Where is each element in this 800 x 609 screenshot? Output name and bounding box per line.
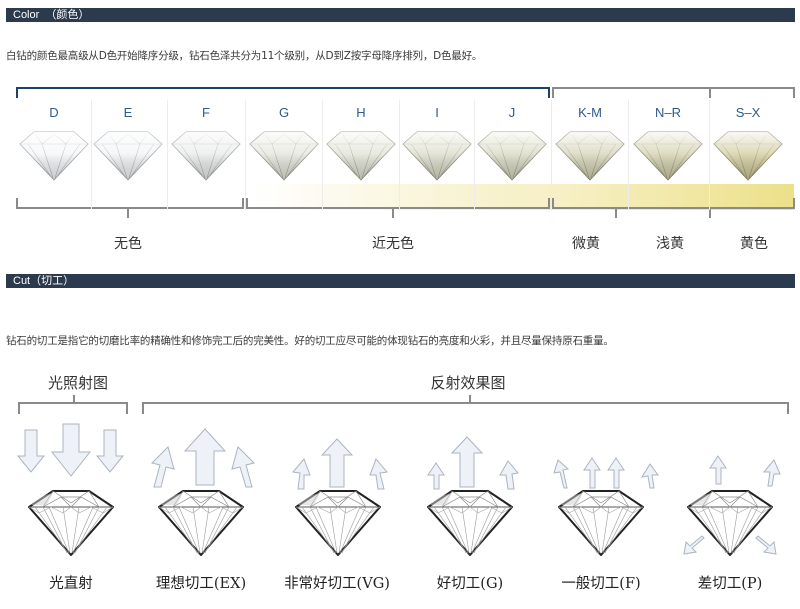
column-divider [399,100,400,210]
color-section-title: Color （颜色） [13,9,90,21]
category-near-colorless: 近无色 [372,236,414,252]
reflection-arrows-ex-icon [151,428,255,488]
reflection-arrows-p-icon [683,455,781,555]
diamond-very-good-cut-icon [295,490,381,556]
cut-label-good: 好切工(G) [436,576,504,592]
diamond-f-icon [171,131,241,181]
color-section-header: Color （颜色） [6,8,795,22]
cut-label-fair: 一般切工(F) [561,576,641,592]
diamond-direct-light-icon [28,490,114,556]
category-faint-yellow: 微黄 [572,236,600,252]
diamond-n-r-icon [633,131,703,181]
reflection-arrows-g-icon [427,436,519,490]
category-colorless: 无色 [114,236,142,252]
diamond-j-icon [477,131,547,181]
grade-label-s-x: S–X [735,105,761,120]
column-divider [709,100,710,210]
color-chart-brackets [16,87,795,218]
grade-label-i: I [435,105,439,120]
grade-label-e: E [123,105,133,120]
column-divider [91,100,92,210]
grade-label-h: H [356,105,366,120]
reflection-arrows-f-icon [553,457,659,489]
diamond-ideal-cut-icon [158,490,244,556]
incident-light-label: 光照射图 [47,374,108,392]
diamond-e-icon [93,131,163,181]
column-divider [167,100,168,210]
cut-section-title: Cut（切工） [13,275,75,287]
color-grade-chart [0,80,800,260]
cut-label-ideal: 理想切工(EX) [155,576,247,592]
grade-label-g: G [278,105,290,120]
diamond-poor-cut-icon [687,490,773,556]
column-divider [628,100,629,210]
column-divider [474,100,475,210]
color-description: 白钻的颜色最高级从D色开始降序分级，钻石色泽共分为11个级别，从D到Z按字母降序… [6,50,483,62]
cut-label-very-good: 非常好切工(VG) [284,576,390,592]
diamond-d-icon [19,131,89,181]
cut-label-poor: 差切工(P) [697,576,763,592]
cut-section-header: Cut（切工） [6,274,795,288]
diamond-g-icon [249,131,319,181]
category-light-yellow: 黄色 [740,236,768,252]
column-divider [322,100,323,210]
cut-description: 钻石的切工是指它的切磨比率的精确性和修饰完工后的完美性。好的切工应尽可能的体现钻… [6,335,614,347]
column-divider [245,100,246,210]
grade-label-k-m: K-M [578,105,602,120]
grade-label-d: D [49,105,59,120]
diamond-k-m-icon [555,131,625,181]
diamond-s-x-icon [713,131,783,181]
incident-arrows-icon [16,423,125,477]
column-divider [551,100,552,210]
diamond-i-icon [402,131,472,181]
category-very-light-yellow: 浅黄 [656,236,684,252]
reflection-arrows-vg-icon [292,438,388,490]
grade-label-j: J [508,105,516,120]
cut-label-direct-light: 光直射 [49,576,93,592]
diamond-good-cut-icon [427,490,513,556]
cut-group-brackets [18,395,789,414]
diamond-h-icon [326,131,396,181]
grade-label-n-r: N–R [654,105,681,120]
diamond-fair-cut-icon [558,490,644,556]
reflection-effect-label: 反射效果图 [430,374,506,392]
grade-label-f: F [202,105,210,120]
